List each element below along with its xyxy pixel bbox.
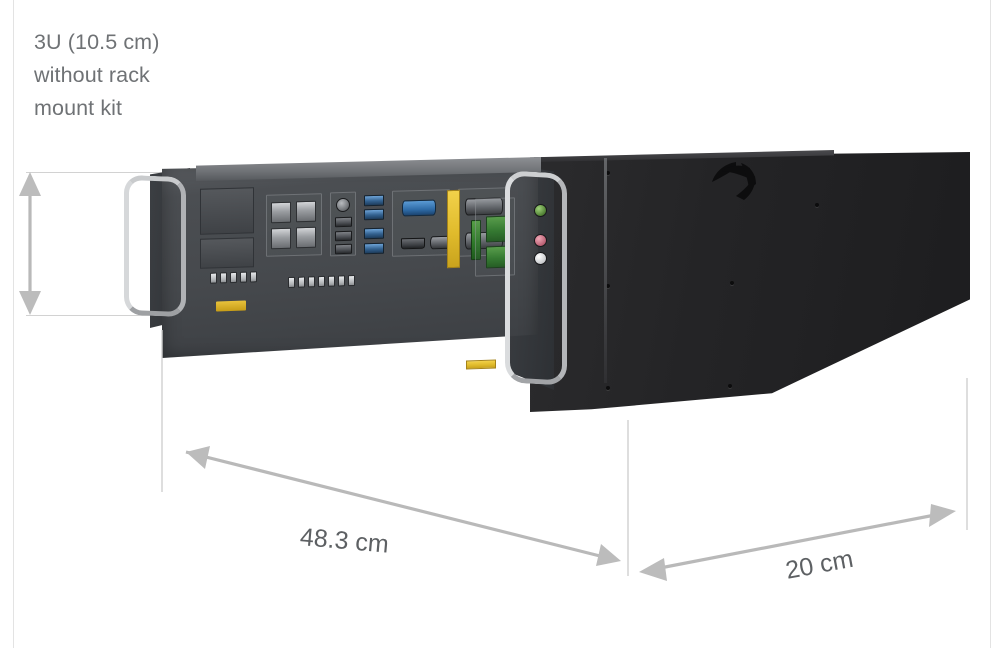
- height-extension-line-bottom: [26, 315, 166, 316]
- screw-hole: [606, 386, 610, 390]
- status-led: [240, 271, 247, 283]
- warning-sticker-vertical: [447, 189, 460, 269]
- screw-hole: [728, 384, 732, 388]
- width-dimension-label: 48.3 cm: [298, 523, 390, 559]
- chassis-corner-seam: [604, 158, 607, 383]
- server-chassis: [124, 150, 970, 412]
- width-dimension-arrow: [185, 446, 621, 566]
- height-extension-line-top: [26, 172, 166, 173]
- depth-dimension-label: 20 cm: [783, 544, 856, 585]
- ethernet-port: [296, 226, 316, 249]
- fan-swirl-icon: [706, 158, 766, 204]
- vga-port: [402, 199, 436, 217]
- status-led: [230, 271, 237, 284]
- usb3-port: [364, 227, 384, 240]
- rack-handle-right: [505, 170, 567, 386]
- hdmi-port: [401, 237, 425, 250]
- usb3-port: [364, 194, 384, 207]
- screw-hole: [606, 284, 610, 288]
- screw-hole: [606, 171, 610, 175]
- screw-hole: [730, 281, 734, 285]
- status-led-strip-left: [210, 271, 257, 284]
- expansion-slot-blank: [200, 237, 254, 269]
- page-margin-rule-right: [990, 0, 991, 648]
- page-margin-rule-left: [13, 0, 14, 648]
- ethernet-port: [271, 201, 291, 224]
- height-dimension-group: [0, 0, 200, 360]
- ethernet-port: [271, 227, 291, 250]
- height-caption-text: 3U (10.5 cm) without rack mount kit: [34, 30, 160, 120]
- usb-port: [335, 230, 352, 242]
- usb-port: [335, 243, 352, 255]
- expansion-slot-blank: [200, 187, 254, 235]
- warning-sticker-lower: [466, 359, 496, 370]
- ethernet-port: [296, 200, 316, 223]
- status-led: [220, 272, 227, 284]
- usb3-port: [364, 242, 384, 255]
- brand-logo-badge: [216, 300, 246, 312]
- status-led: [250, 271, 257, 283]
- rack-handle-left: [124, 174, 186, 318]
- status-led: [210, 272, 217, 284]
- usb-port: [335, 216, 352, 228]
- screw-hole: [815, 203, 819, 207]
- usb3-port: [364, 208, 384, 221]
